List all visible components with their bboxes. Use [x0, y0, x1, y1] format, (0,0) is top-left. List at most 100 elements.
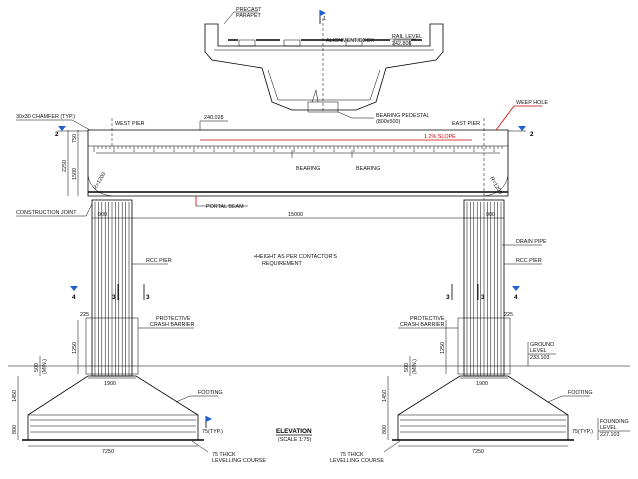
- svg-text:3: 3: [446, 294, 450, 301]
- svg-text:233.103: 233.103: [530, 355, 550, 361]
- svg-text:(800x500): (800x500): [376, 119, 400, 125]
- pier-right: [463, 199, 505, 377]
- section-mark-3a: 3: [143, 284, 150, 301]
- section-mark-1: 1: [319, 10, 326, 24]
- svg-text:75(TYP.): 75(TYP.): [572, 429, 593, 435]
- svg-text:500: 500: [404, 363, 410, 372]
- drawing-title: ELEVATION (SCALE 1:75): [276, 428, 312, 443]
- svg-text:(MIN.): (MIN.): [412, 359, 418, 374]
- ground-line: GROUND LEVEL 233.103: [8, 342, 630, 367]
- footing-left-label: FOOTING: [175, 390, 223, 403]
- svg-text:HEIGHT AS PER CONTACTOR'S: HEIGHT AS PER CONTACTOR'S: [256, 254, 337, 260]
- footing-dimensions-right: 500 (MIN.) 1900 1450 800 7250: [382, 356, 568, 455]
- section-mark-3b: 3: [112, 284, 119, 301]
- svg-text:900: 900: [98, 212, 107, 218]
- svg-text:RAIL LEVEL: RAIL LEVEL: [392, 34, 422, 40]
- svg-text:CONSTRUCTION JOINT: CONSTRUCTION JOINT: [16, 210, 77, 216]
- svg-text:LEVELLING COURSE: LEVELLING COURSE: [330, 458, 384, 464]
- svg-text:1500: 1500: [72, 168, 78, 180]
- svg-text:3: 3: [112, 294, 116, 301]
- slope-label: 1.2% SLOPE: [424, 134, 456, 140]
- svg-text:PROTECTIVE: PROTECTIVE: [410, 316, 445, 322]
- crash-barrier-right: PROTECTIVE CRASH BARRIER: [398, 316, 511, 375]
- svg-text:75 THICK: 75 THICK: [340, 452, 364, 458]
- section-mark-3d: 3: [477, 284, 485, 301]
- svg-text:R=1200: R=1200: [93, 172, 108, 191]
- svg-text:LEVEL: LEVEL: [530, 348, 547, 354]
- drain-pipe-label: DRAIN PIPE: [502, 239, 547, 246]
- svg-text:1450: 1450: [382, 390, 388, 402]
- svg-text:500: 500: [34, 363, 40, 372]
- svg-text:900: 900: [486, 212, 495, 218]
- section-mark-1-label: 1: [323, 16, 326, 22]
- svg-text:75(TYP.): 75(TYP.): [202, 429, 223, 435]
- svg-text:242.806: 242.806: [392, 41, 412, 47]
- svg-text:1450: 1450: [12, 390, 18, 402]
- rcc-pier-left-label: RCC PIER: [132, 258, 172, 265]
- svg-text:(MIN.): (MIN.): [42, 359, 48, 374]
- svg-text:PARAPET: PARAPET: [236, 13, 261, 19]
- section-mark-3c: 3: [446, 284, 453, 301]
- svg-text:2: 2: [530, 131, 534, 138]
- svg-text:800: 800: [382, 425, 388, 434]
- construction-joint-label: CONSTRUCTION JOINT: [16, 203, 93, 217]
- svg-text:RCC PIER: RCC PIER: [146, 258, 172, 264]
- svg-text:2250: 2250: [62, 160, 68, 172]
- typ-right-label: 75(TYP.): [572, 429, 593, 435]
- svg-text:PROTECTIVE: PROTECTIVE: [156, 316, 191, 322]
- note-height: HEIGHT AS PER CONTACTOR'S REQUIREMENT •: [254, 254, 337, 267]
- footing-left: [22, 375, 204, 441]
- svg-text:1900: 1900: [476, 381, 488, 387]
- founding-level-label: FOUNDING LEVEL 227.103: [597, 418, 630, 440]
- svg-text:7250: 7250: [102, 449, 114, 455]
- svg-text:7250: 7250: [472, 449, 484, 455]
- chamfer-label: 30x30 CHAMFER (TYP.): [16, 114, 91, 131]
- bearing-pedestal-label: BEARING PEDESTAL (800x500): [337, 111, 430, 125]
- pier-cap: [87, 129, 509, 197]
- span-dimensions: 900 15000 900: [92, 212, 504, 219]
- svg-text:1250: 1250: [72, 342, 78, 354]
- svg-text:4: 4: [72, 294, 76, 301]
- svg-text:REQUIREMENT: REQUIREMENT: [262, 261, 303, 267]
- svg-text:CRASH BARRIER: CRASH BARRIER: [400, 322, 444, 328]
- svg-text:FOOTING: FOOTING: [568, 390, 593, 396]
- weep-hole-label: WEEP HOLE: [495, 100, 548, 131]
- section-mark-4-right: 4: [512, 286, 520, 301]
- svg-text:FOUNDING: FOUNDING: [600, 419, 629, 425]
- svg-text:3: 3: [146, 294, 150, 301]
- svg-text:15000: 15000: [288, 212, 303, 218]
- svg-text:ELEVATION: ELEVATION: [276, 428, 312, 435]
- svg-text:EAST PIER: EAST PIER: [452, 121, 480, 127]
- portal-beam-label: PORTAL BEAM: [195, 196, 248, 210]
- section-mark-2-left: 2: [55, 126, 88, 138]
- svg-text:DRAIN PIPE: DRAIN PIPE: [516, 239, 547, 245]
- svg-text:800: 800: [12, 425, 18, 434]
- west-pier-label: WEST PIER: [111, 118, 145, 146]
- section-mark-4-left: 4: [70, 286, 78, 301]
- east-pier-label: EAST PIER: [452, 118, 485, 200]
- rcc-pier-right-label: RCC PIER: [504, 258, 542, 265]
- svg-text:PORTAL BEAM: PORTAL BEAM: [206, 204, 244, 210]
- svg-text:PRECAST: PRECAST: [236, 7, 262, 13]
- svg-text:GROUND: GROUND: [530, 342, 554, 348]
- barrier-dimensions: 225 225 1250 1250: [72, 312, 513, 374]
- svg-text:225: 225: [80, 312, 89, 318]
- bearing-right-label: BEARING: [356, 166, 380, 172]
- rail-level-label: RAIL LEVEL 242.806: [390, 34, 422, 47]
- svg-text:LEVELLING COURSE: LEVELLING COURSE: [212, 458, 266, 464]
- svg-text:BEARING PEDESTAL: BEARING PEDESTAL: [376, 113, 430, 119]
- svg-text:LEVEL: LEVEL: [600, 425, 617, 431]
- svg-text:RCC PIER: RCC PIER: [516, 258, 542, 264]
- levelling-left-label: 75 THICK LEVELLING COURSE: [191, 440, 266, 464]
- typ-left-label: 75(TYP.): [202, 416, 223, 435]
- svg-text:227.103: 227.103: [600, 432, 620, 438]
- svg-text:3: 3: [481, 294, 485, 301]
- pier-left: [91, 199, 133, 377]
- levelling-right-label: 75 THICK LEVELLING COURSE: [330, 440, 401, 464]
- footing-right: [392, 375, 574, 441]
- svg-text:2: 2: [55, 131, 59, 138]
- precast-parapet-label: PRECAST PARAPET: [223, 7, 262, 25]
- bearing-left-label: BEARING: [296, 166, 320, 172]
